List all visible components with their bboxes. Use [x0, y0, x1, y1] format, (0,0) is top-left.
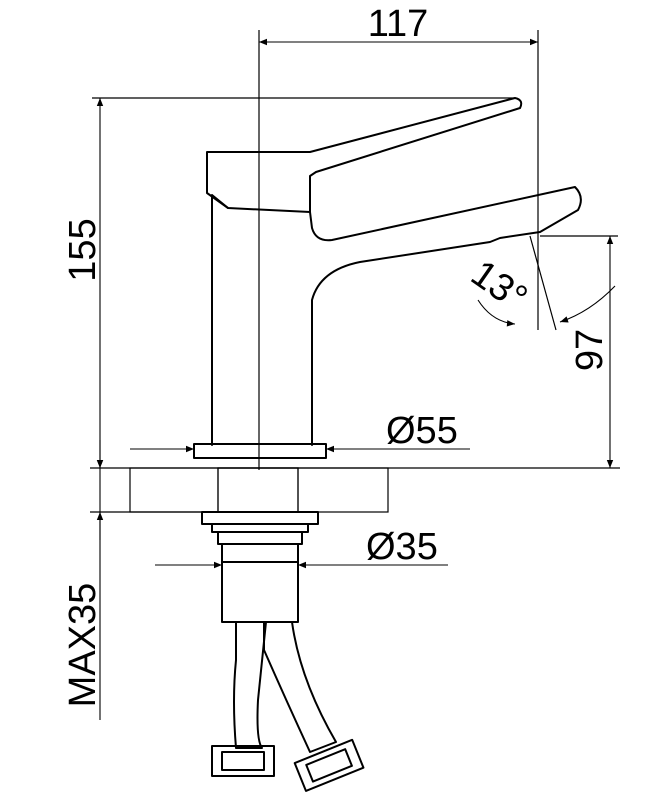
reach-label: 117 [368, 3, 429, 45]
shank-diameter-label: Ø35 [366, 526, 438, 568]
hose-right [263, 621, 337, 753]
dim-max-thickness: MAX35 [62, 440, 104, 720]
spout [309, 186, 582, 446]
body-column [211, 194, 229, 446]
spout-height-label: 97 [569, 329, 611, 371]
dim-spout-angle: 13° [463, 252, 616, 327]
countertop-hatch [129, 467, 389, 513]
dim-total-height: 155 [62, 98, 104, 468]
shank-hatch-top [217, 467, 299, 513]
spout-angle-label: 13° [463, 252, 534, 319]
hose-left [233, 621, 267, 749]
max-thickness-label: MAX35 [62, 583, 104, 708]
countertop-section [90, 467, 620, 513]
hose-nut-right [293, 738, 365, 792]
hose-nut-left [211, 745, 275, 777]
base-diameter-label: Ø55 [386, 410, 458, 452]
total-height-label: 155 [62, 218, 104, 281]
dim-base-diameter: Ø55 [130, 410, 470, 453]
base-ring [193, 443, 327, 459]
hoses [211, 621, 365, 792]
dim-shank-diameter: Ø35 [155, 526, 448, 569]
dim-spout-height: 97 [569, 236, 614, 468]
lever-handle [206, 97, 523, 213]
mounting-nut [201, 511, 319, 623]
shank-hatch [221, 561, 299, 623]
dim-reach: 117 [259, 3, 538, 46]
